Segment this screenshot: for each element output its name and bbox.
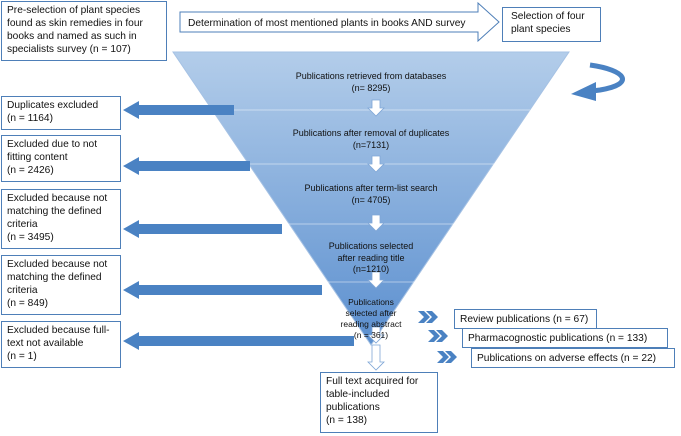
funnel-stage-2: Publications after removal of duplicates… (292, 128, 450, 150)
exclusion-arrow-1 (123, 101, 234, 119)
chevron-arrow-1-2 (426, 311, 438, 323)
final-box: Full text acquired for table-included pu… (320, 372, 438, 433)
curved-arrow-head (571, 82, 596, 101)
exclusion-box-1: Duplicates excluded (n = 1164) (1, 96, 121, 130)
exclusion-arrow-2 (123, 157, 250, 175)
chevron-arrow-1-1 (418, 311, 430, 323)
funnel-stage-4: Publications selected after reading titl… (328, 241, 414, 274)
exclusion-arrow-4 (123, 281, 322, 299)
determination-text: Determination of most mentioned plants i… (188, 18, 466, 29)
determination-arrow (179, 1, 500, 43)
flow-down-arrow-4 (367, 271, 385, 289)
chevron-arrow-3-2 (445, 351, 457, 363)
chevron-arrow-3-1 (437, 351, 449, 363)
chevron-arrow-2-2 (436, 330, 448, 342)
flow-down-arrow-final (367, 344, 385, 371)
funnel-stage-3: Publications after term-list search (n= … (304, 183, 438, 205)
flow-down-arrow-3 (367, 214, 385, 232)
exclusion-box-5: Excluded because full- text not availabl… (1, 321, 121, 368)
flow-down-arrow-1 (367, 99, 385, 117)
funnel-stage-5: Publications selected after reading abst… (340, 297, 402, 340)
category-box-pharmacognostic: Pharmacognostic publications (n = 133) (462, 328, 668, 348)
exclusion-box-4: Excluded because not matching the define… (1, 255, 121, 315)
funnel-triangle (172, 51, 570, 346)
curved-connector-arrow (589, 62, 625, 94)
flow-down-arrow-2 (367, 155, 385, 173)
exclusion-box-3: Excluded because not matching the define… (1, 189, 121, 249)
exclusion-arrow-5 (123, 332, 354, 350)
flow-down-arrow-5 (367, 326, 385, 344)
exclusion-box-2: Excluded due to not fitting content (n =… (1, 135, 121, 182)
funnel-stage-1: Publications retrieved from databases (n… (295, 71, 447, 93)
chevron-arrow-2-1 (428, 330, 440, 342)
preselection-box: Pre-selection of plant species found as … (1, 1, 167, 61)
exclusion-arrow-3 (123, 220, 282, 238)
selection-box: Selection of four plant species (502, 7, 601, 42)
category-box-adverse-effects: Publications on adverse effects (n = 22) (471, 348, 675, 368)
category-box-review: Review publications (n = 67) (454, 309, 597, 329)
